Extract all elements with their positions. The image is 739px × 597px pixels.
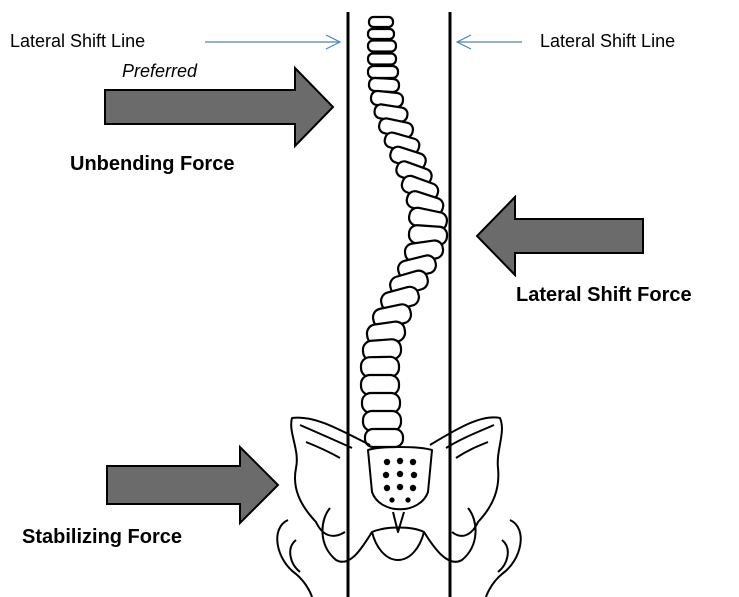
right-pointer-arrow (457, 35, 522, 49)
vertebra-6 (369, 78, 400, 93)
vertebra-1 (369, 17, 393, 27)
left-pointer-arrow (205, 35, 340, 49)
vertebra-5 (368, 66, 398, 78)
spine-illustration (361, 17, 449, 447)
sacral-foramina (383, 458, 417, 503)
vertebra-2 (368, 29, 394, 39)
unbending-force-label: Unbending Force (70, 153, 234, 176)
vertebra-3 (368, 41, 396, 52)
stabilizing-force-arrow (107, 447, 278, 523)
lateral-shift-force-arrow (477, 197, 643, 275)
stabilizing-force-label: Stabilizing Force (22, 526, 182, 549)
lateral-shift-line-right-label: Lateral Shift Line (540, 31, 675, 52)
lateral-shift-force-label: Lateral Shift Force (516, 284, 692, 307)
vertebra-4 (368, 54, 396, 65)
preferred-label: Preferred (122, 61, 197, 82)
lateral-shift-line-left-label: Lateral Shift Line (10, 31, 145, 52)
vertebra-28 (365, 429, 403, 447)
